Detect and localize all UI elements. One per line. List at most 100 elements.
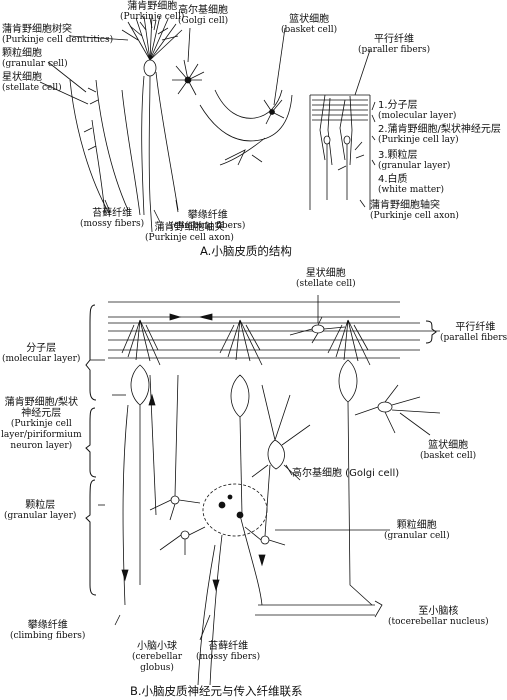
label-climbing-fibers-a: 攀缘纤维 (climbing fibers) — [170, 210, 245, 232]
label-stellate-cell-a-en: (stellate cell) — [2, 83, 62, 93]
label-parallel-fibers-a-zh: 平行纤维 — [374, 34, 415, 45]
label-basket-cell-b-zh: 篮状细胞 — [428, 440, 469, 451]
label-to-nucleus: 至小脑核 (tocerebellar nucleus) — [388, 606, 489, 628]
label-purkinje-axon-zh: 蒲肯野细胞轴突 — [154, 222, 225, 233]
label-golgi-cell-a: 高尔基细胞 (Golgi cell) — [178, 5, 228, 27]
label-granular-layer-zh: 颗粒层 — [25, 500, 56, 511]
label-parallel-fibers-b-zh: 平行纤维 — [455, 322, 496, 333]
label-purkinje-axon-en: (Purkinje cell axon) — [145, 233, 234, 243]
parallel-fibers-b — [108, 301, 420, 359]
layer-column-inset — [309, 94, 371, 210]
label-stellate-cell-b-en: (stellate cell) — [296, 279, 356, 289]
label-granular-cell-b-en: (granular cell) — [384, 531, 450, 541]
label-to-nucleus-en: (tocerebellar nucleus) — [388, 617, 489, 627]
label-layer-4-zh: 4.白质 — [378, 174, 408, 185]
label-granular-cell-b: 颗粒细胞 (granular cell) — [384, 520, 450, 542]
label-layer-2: 2.蒲肯野细胞/梨状神经元层 (Purkinje cell lay) — [378, 124, 501, 146]
cerebellar-glomerulus — [202, 483, 268, 537]
label-golgi-cell-a-en: (Golgi cell) — [178, 16, 229, 26]
basket-cell-a — [263, 99, 285, 125]
panel-b-caption: B.小脑皮质神经元与传入纤维联系 — [130, 684, 303, 698]
label-parallel-fibers-a-en: (paraller fibers) — [358, 45, 431, 55]
label-mossy-fibers-a: 苔藓纤维 (mossy fibers) — [80, 208, 144, 230]
label-mossy-fibers-b-en: (mossy fibers) — [196, 652, 261, 662]
label-cerebellar-globus-zh: 小脑小球 — [137, 641, 178, 652]
label-purkinje-cell: 蒲肯野细胞 (Purkinje cell) — [120, 1, 184, 23]
purkinje-cell-b-right — [327, 319, 373, 606]
label-granular-cell-a-en: (granular cell) — [2, 59, 68, 69]
label-cerebellar-globus-en1: (cerebellar — [132, 652, 183, 662]
label-climbing-fibers-b-zh: 攀缘纤维 — [27, 620, 68, 631]
label-layer-3: 3.颗粒层 (granular layer) — [378, 150, 450, 172]
label-climbing-fibers-b-en: (climbing fibers) — [10, 631, 86, 641]
label-molecular-layer: 分子层 (molecular layer) — [2, 343, 80, 365]
label-basket-cell-b: 篮状细胞 (basket cell) — [420, 440, 476, 462]
label-layer-3-zh: 3.颗粒层 — [378, 150, 418, 161]
label-granular-layer: 颗粒层 (granular layer) — [4, 500, 76, 522]
label-basket-cell-b-en: (basket cell) — [420, 451, 477, 461]
label-granular-layer-en: (granular layer) — [4, 511, 77, 521]
label-layer-1-zh: 1.分子层 — [378, 100, 418, 111]
label-purkinje-axon-right-en: (Purkinje cell axon) — [370, 211, 459, 221]
label-layer-3-en: (granular layer) — [378, 161, 451, 171]
purkinje-cell-b-middle — [219, 319, 263, 516]
label-molecular-layer-en: (molecular layer) — [2, 354, 81, 364]
golgi-cell-b — [251, 384, 311, 481]
label-purkinje-layer: 蒲肯野细胞/梨状 神经元层 (Purkinje cell layer/pirif… — [1, 397, 82, 452]
label-purkinje-axon-right: 蒲肯野细胞轴突 (Purkinje cell axon) — [370, 200, 459, 222]
label-layer-1-en: (molecular layer) — [378, 111, 457, 121]
stellate-cell-b — [289, 316, 346, 344]
label-layer-4-en: (white matter) — [378, 185, 444, 195]
label-stellate-cell-b-zh: 星状细胞 — [305, 268, 346, 279]
label-basket-cell-a-zh: 篮状细胞 — [289, 14, 330, 25]
label-purkinje-dendrites: 蒲肯野细胞树突 (Purkinje cell dentritics) — [2, 24, 113, 46]
label-mossy-fibers-b-zh: 苔藓纤维 — [208, 641, 249, 652]
label-purkinje-layer-en1: (Purkinje cell — [10, 419, 72, 429]
golgi-cell-a — [172, 59, 205, 96]
label-purkinje-layer-en2: layer/piriformium — [1, 430, 82, 440]
label-granular-cell-b-zh: 颗粒细胞 — [396, 520, 437, 531]
granule-cells-b — [149, 374, 286, 555]
label-purkinje-axon-right-zh: 蒲肯野细胞轴突 — [370, 200, 440, 211]
label-purkinje-dendrites-en: (Purkinje cell dentritics) — [2, 35, 114, 45]
label-stellate-cell-a: 星状细胞 (stellate cell) — [2, 72, 62, 94]
purkinje-cell-b-left — [121, 319, 161, 585]
panel-a-caption: A.小脑皮质的结构 — [200, 244, 292, 258]
label-purkinje-dendrites-zh: 蒲肯野细胞树突 — [2, 24, 72, 35]
label-parallel-fibers-b: 平行纤维 (parallel fibers) — [440, 322, 507, 344]
label-molecular-layer-zh: 分子层 — [26, 343, 57, 354]
label-climbing-fibers-a-en: (climbing fibers) — [170, 221, 246, 231]
purkinje-dendrite-tree — [121, 14, 183, 61]
label-golgi-cell-a-zh: 高尔基细胞 — [178, 5, 229, 16]
label-purkinje-cell-zh: 蒲肯野细胞 — [127, 1, 178, 12]
label-layer-2-zh: 2.蒲肯野细胞/梨状神经元层 — [378, 124, 501, 135]
label-purkinje-cell-en: (Purkinje cell) — [120, 12, 185, 22]
label-cerebellar-globus: 小脑小球 (cerebellar globus) — [132, 641, 182, 674]
label-layer-1: 1.分子层 (molecular layer) — [378, 100, 456, 122]
label-layer-4: 4.白质 (white matter) — [378, 174, 444, 196]
label-mossy-fibers-b: 苔藓纤维 (mossy fibers) — [196, 641, 260, 663]
label-to-nucleus-zh: 至小脑核 — [418, 606, 459, 617]
label-granular-cell-a-zh: 颗粒细胞 — [2, 48, 42, 59]
label-parallel-fibers-a: 平行纤维 (paraller fibers) — [358, 34, 430, 56]
label-mossy-fibers-a-en: (mossy fibers) — [80, 219, 145, 229]
label-basket-cell-a-en: (basket cell) — [281, 25, 338, 35]
label-stellate-cell-a-zh: 星状细胞 — [2, 72, 42, 83]
label-purkinje-axon: 蒲肯野细胞轴突 (Purkinje cell axon) — [145, 222, 234, 244]
basket-cell-b — [354, 384, 441, 434]
label-parallel-fibers-b-en: (parallel fibers) — [440, 333, 507, 343]
label-layer-2-en: (Purkinje cell lay) — [378, 135, 459, 145]
label-cerebellar-globus-en2: globus) — [140, 663, 174, 673]
label-basket-cell-a: 篮状细胞 (basket cell) — [281, 14, 337, 36]
panel-b-illustration — [85, 295, 441, 685]
label-purkinje-layer-zh2: 神经元层 — [21, 408, 62, 419]
label-golgi-cell-b: 高尔基细胞 (Golgi cell) — [292, 468, 399, 479]
panel-a-illustration — [39, 14, 376, 233]
label-mossy-fibers-a-zh: 苔藓纤维 — [92, 208, 133, 219]
label-climbing-fibers-a-zh: 攀缘纤维 — [187, 210, 228, 221]
label-purkinje-layer-zh1: 蒲肯野细胞/梨状 — [4, 397, 78, 408]
label-climbing-fibers-b: 攀缘纤维 (climbing fibers) — [10, 620, 85, 642]
label-purkinje-layer-en3: neuron layer) — [10, 441, 73, 451]
label-stellate-cell-b: 星状细胞 (stellate cell) — [296, 268, 356, 290]
